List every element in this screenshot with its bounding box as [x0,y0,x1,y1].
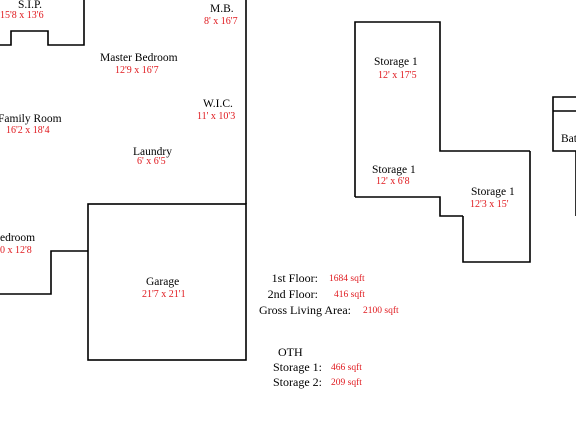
room-bedroom-dim: 0 x 12'8 [0,245,32,256]
oth-storage1-label: Storage 1: [273,360,322,374]
storage-a-wall [354,21,530,197]
room-bedroom-name: edroom [0,232,36,244]
room-garage-dim: 21'7 x 21'1 [142,289,186,300]
room-bath-partial-name: Bat [561,133,576,145]
room-storage-c-dim: 12'3 x 15' [470,199,509,210]
second-floor-label: 2nd Floor: [267,287,318,301]
room-family-room-name: Family Room [0,113,62,125]
room-storage-c-name: Storage 1 [471,186,515,198]
room-family-room-dim: 16'2 x 18'4 [6,125,50,136]
storage-c-wall [462,151,531,263]
oth-storage2-value: 209 sqft [331,378,362,388]
room-storage-b-name: Storage 1 [372,164,416,176]
room-master-bedroom-name: Master Bedroom [100,52,178,64]
room-sip-name: S.I.P. [18,0,42,11]
bath-partial-wall [552,96,576,152]
second-floor-value: 416 sqft [334,290,365,300]
first-floor-value: 1684 sqft [329,274,365,284]
oth-storage2-label: Storage 2: [273,375,322,389]
oth-title: OTH [278,345,303,359]
gla-value: 2100 sqft [363,306,399,316]
room-laundry-dim: 6' x 6'5 [137,156,166,167]
main-house-wall [0,0,85,46]
room-storage-b-dim: 12' x 6'8 [376,176,410,187]
bedroom-wall [0,250,88,295]
room-storage-a-name: Storage 1 [374,56,418,68]
room-wic-dim: 11' x 10'3 [197,111,236,122]
first-floor-label: 1st Floor: [271,271,318,285]
room-storage-a-dim: 12' x 17'5 [378,70,417,81]
room-laundry-name: Laundry [133,146,172,158]
room-master-bedroom-dim: 12'9 x 16'7 [115,65,159,76]
storage-b-wall [355,196,463,217]
oth-storage1-value: 466 sqft [331,363,362,373]
room-master-bath-name: M.B. [210,3,234,15]
gla-label: Gross Living Area: [259,303,351,317]
garage-outline [87,203,247,361]
room-master-bath-dim: 8' x 16'7 [204,16,238,27]
room-wic-name: W.I.C. [203,98,233,110]
room-sip-dim: 15'8 x 13'6 [0,10,44,21]
room-garage-name: Garage [146,276,180,288]
